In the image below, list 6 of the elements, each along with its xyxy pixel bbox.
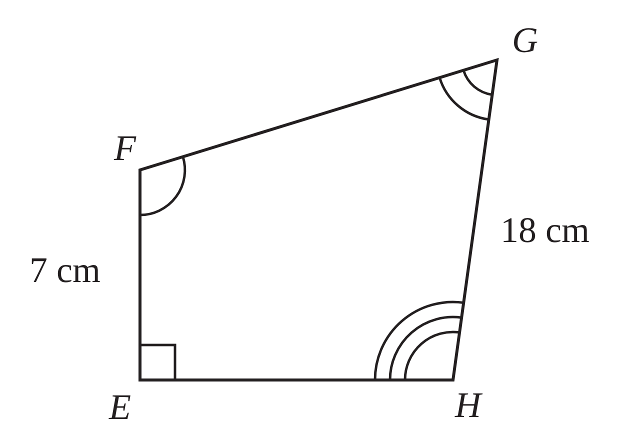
vertex-label: F <box>114 130 136 166</box>
side-length-label: 7 cm <box>30 252 100 288</box>
side-length-label: 18 cm <box>500 212 590 248</box>
vertex-label: G <box>512 22 538 58</box>
vertex-label: E <box>109 389 131 425</box>
vertex-label: H <box>455 387 481 423</box>
